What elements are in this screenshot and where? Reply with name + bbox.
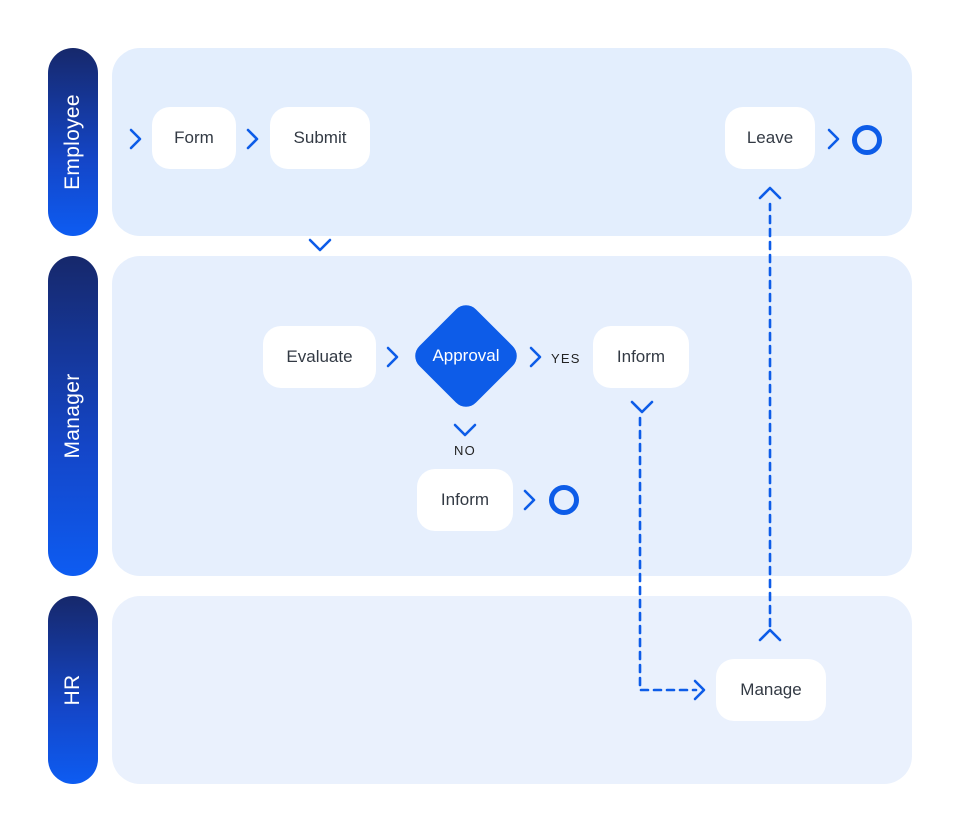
- edge-label-no: NO: [454, 443, 476, 458]
- node-inform-no-label: Inform: [440, 490, 490, 509]
- dashed-connector-inform-manage: [638, 416, 698, 692]
- node-form-label: Form: [174, 128, 214, 147]
- node-submit[interactable]: Submit: [270, 107, 370, 169]
- end-circle-icon: [852, 125, 882, 155]
- lane-label-employee: Employee: [48, 48, 98, 236]
- decision-approval-label: Approval: [432, 346, 500, 365]
- node-manage-label: Manage: [740, 680, 802, 699]
- edge-label-yes: YES: [551, 351, 581, 366]
- lane-label-manager: Manager: [48, 256, 98, 576]
- chevron-down-icon: [308, 238, 332, 252]
- lane-label-hr: HR: [48, 596, 98, 784]
- chevron-down-icon: [453, 423, 477, 437]
- chevron-right-icon: [129, 128, 142, 150]
- node-evaluate-label: Evaluate: [286, 347, 353, 366]
- chevron-right-icon: [529, 346, 542, 368]
- lane-manager: [112, 256, 912, 576]
- node-leave[interactable]: Leave: [725, 107, 815, 169]
- chevron-right-icon: [246, 128, 259, 150]
- node-inform-yes[interactable]: Inform: [593, 326, 689, 388]
- end-circle-icon: [549, 485, 579, 515]
- node-inform-no[interactable]: Inform: [417, 469, 513, 531]
- node-form[interactable]: Form: [152, 107, 236, 169]
- chevron-right-icon: [693, 679, 706, 701]
- chevron-up-icon: [758, 628, 782, 642]
- decision-approval[interactable]: Approval: [409, 299, 523, 413]
- chevron-right-icon: [523, 489, 536, 511]
- node-evaluate[interactable]: Evaluate: [263, 326, 376, 388]
- node-manage[interactable]: Manage: [716, 659, 826, 721]
- chevron-right-icon: [386, 346, 399, 368]
- node-submit-label: Submit: [293, 128, 347, 147]
- chevron-right-icon: [827, 128, 840, 150]
- node-leave-label: Leave: [746, 128, 794, 147]
- chevron-down-icon: [630, 400, 654, 414]
- node-inform-yes-label: Inform: [616, 347, 666, 366]
- chevron-up-icon: [758, 186, 782, 200]
